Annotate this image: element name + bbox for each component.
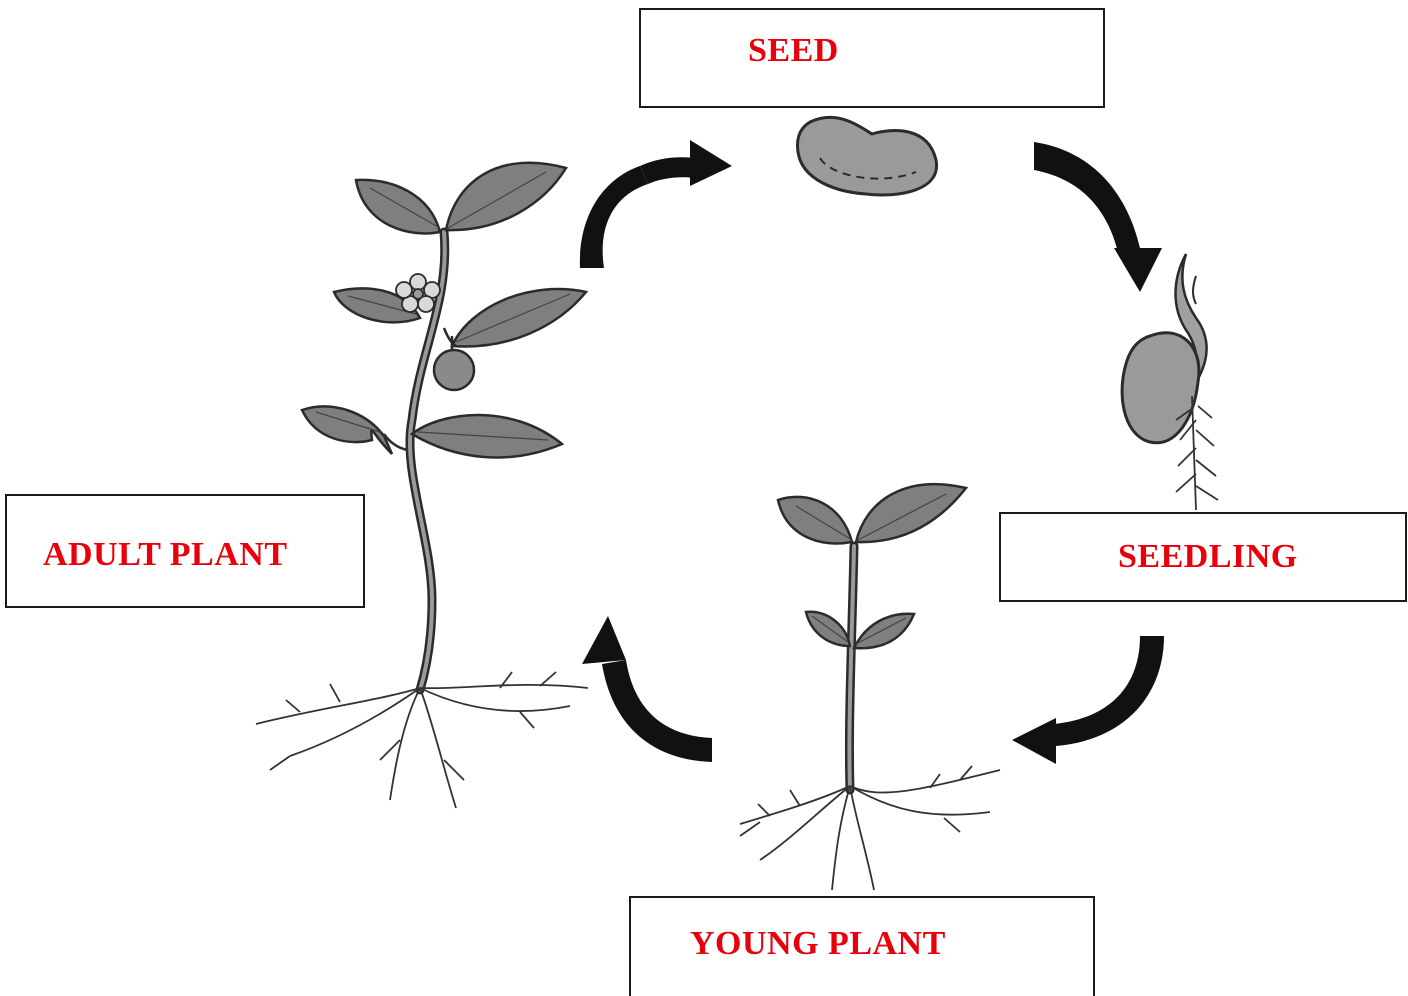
- young-plant-stage-label: YOUNG PLANT: [690, 925, 946, 963]
- seed-stage-label: SEED: [748, 32, 839, 70]
- adult-plant-stage-box: ADULT PLANT: [5, 494, 365, 608]
- seedling-illustration: [1122, 254, 1218, 510]
- adult-plant-illustration: [256, 163, 588, 808]
- arrow-young-to-adult: [582, 616, 712, 762]
- young-plant-illustration: [740, 484, 1000, 890]
- adult-plant-stage-label: ADULT PLANT: [43, 536, 288, 574]
- flower-icon: [396, 274, 440, 312]
- seed-stage-box: SEED: [639, 8, 1105, 108]
- arrow-adult-to-seed: [580, 140, 732, 268]
- seedling-stage-label: SEEDLING: [1118, 538, 1298, 576]
- arrow-seed-to-seedling: [1034, 142, 1162, 292]
- seed-illustration: [798, 117, 937, 195]
- arrow-seedling-to-young: [1012, 636, 1164, 764]
- cycle-arrows: [580, 140, 1164, 764]
- seedling-stage-box: SEEDLING: [999, 512, 1407, 602]
- young-plant-stage-box: YOUNG PLANT: [629, 896, 1095, 996]
